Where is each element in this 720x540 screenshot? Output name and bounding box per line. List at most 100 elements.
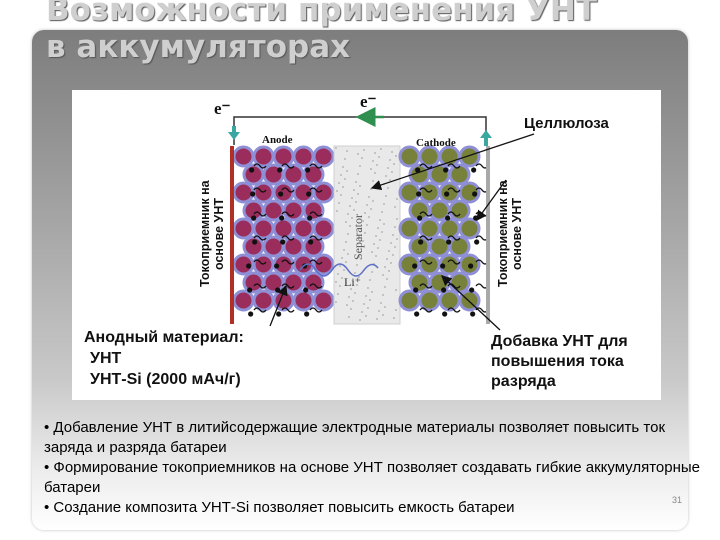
separator-speck — [369, 279, 371, 281]
separator-speck — [358, 256, 360, 258]
cnt-additive-line3: разряда — [491, 373, 556, 390]
separator-speck — [363, 149, 365, 151]
collector-left-line1: Токоприемник на — [198, 179, 212, 287]
separator-speck — [386, 258, 388, 260]
cnt-squiggle — [447, 235, 461, 241]
cnt-additive-pointer — [441, 275, 501, 331]
separator-speck — [381, 211, 383, 213]
separator-label: Separator — [351, 214, 365, 260]
separator-speck — [364, 232, 366, 234]
separator-speck — [347, 233, 349, 235]
cnt-squiggle — [281, 187, 295, 193]
cathode-particle — [418, 145, 441, 168]
separator-speck — [338, 202, 340, 204]
battery-diagram: e⁻ e⁻ Anode Cathode Separator Li⁺ Целлюл… — [72, 90, 661, 400]
collector-left-line2: основе УНТ — [212, 198, 226, 270]
separator-speck — [354, 272, 356, 274]
cnt-squiggle — [419, 211, 433, 217]
electron-top-label: e⁻ — [360, 92, 377, 111]
title-line-1: Возможности применения УНТ — [46, 0, 597, 28]
separator-speck — [379, 239, 381, 241]
li-marker — [274, 263, 280, 269]
li-marker — [252, 239, 258, 245]
anode-particle — [312, 181, 335, 204]
anode-particle — [242, 271, 265, 294]
separator-speck — [394, 246, 396, 248]
anode-material-item2: УНТ-Si (2000 мАч/г) — [90, 371, 241, 388]
title-line-2: в аккумуляторах — [46, 29, 351, 65]
separator-speck — [370, 168, 372, 170]
separator-speck — [341, 257, 343, 259]
li-marker — [307, 215, 313, 221]
separator-speck — [386, 278, 388, 280]
separator-speck — [345, 261, 347, 263]
li-marker — [249, 167, 255, 173]
separator-speck — [380, 302, 382, 304]
li-marker — [278, 191, 284, 197]
cathode-particle — [448, 163, 471, 186]
cnt-squiggle — [419, 163, 433, 169]
li-marker — [444, 191, 450, 197]
separator-speck — [346, 304, 348, 306]
separator-speck — [342, 166, 344, 168]
separator-speck — [384, 306, 386, 308]
li-marker — [414, 311, 420, 317]
separator-speck — [341, 277, 343, 279]
bullet-item: • Создание композита УНТ-Si позволяет по… — [44, 499, 515, 516]
cnt-squiggle — [281, 307, 295, 313]
separator-speck — [395, 309, 397, 311]
separator-speck — [395, 289, 397, 291]
anode-material-pointer — [269, 284, 288, 327]
separator-speck — [348, 316, 350, 318]
li-marker — [275, 287, 281, 293]
cnt-squiggle — [419, 283, 433, 289]
anode-particle — [282, 163, 305, 186]
separator-speck — [393, 163, 395, 165]
separator-speck — [348, 296, 350, 298]
li-marker — [303, 287, 309, 293]
cathode-particle — [448, 271, 471, 294]
separator-speck — [390, 242, 392, 244]
separator-speck — [378, 310, 380, 312]
li-marker — [279, 215, 285, 221]
separator-speck — [392, 254, 394, 256]
separator-speck — [353, 189, 355, 191]
cnt-squiggle — [419, 307, 433, 313]
slide-title: Возможности применения УНТ в аккумулятор… — [46, 0, 597, 66]
li-marker — [440, 263, 446, 269]
bullet-item: • Добавление УНТ в литийсодержащие элект… — [44, 419, 666, 456]
separator-speck — [396, 218, 398, 220]
li-marker — [474, 239, 480, 245]
separator-speck — [335, 147, 337, 149]
anode-particle — [232, 217, 255, 240]
separator-speck — [391, 171, 393, 173]
separator-speck — [368, 196, 370, 198]
separator-speck — [347, 253, 349, 255]
cnt-squiggle — [309, 211, 323, 217]
separator-speck — [376, 164, 378, 166]
separator-speck — [346, 170, 348, 172]
separator-speck — [354, 292, 356, 294]
separator-speck — [382, 314, 384, 316]
separator-speck — [364, 212, 366, 214]
anode-particle — [302, 199, 325, 222]
separator-speck — [376, 318, 378, 320]
cathode-particle — [418, 217, 441, 240]
separator-speck — [384, 286, 386, 288]
cnt-squiggle — [309, 307, 323, 313]
cnt-squiggle — [281, 235, 295, 241]
li-marker — [250, 191, 256, 197]
anode-particle — [312, 217, 335, 240]
separator-speck — [375, 235, 377, 237]
separator-speck — [365, 295, 367, 297]
separator-speck — [340, 174, 342, 176]
cathode-label: Cathode — [416, 137, 456, 149]
li-marker — [247, 287, 253, 293]
separator-speck — [374, 152, 376, 154]
cnt-additive-line1: Добавка УНТ для — [491, 333, 628, 350]
anode-material-item1: УНТ — [90, 350, 122, 367]
separator-speck — [366, 224, 368, 226]
li-ion-label: Li⁺ — [344, 275, 361, 289]
anode-particle — [232, 289, 255, 312]
anode-particle — [282, 235, 305, 258]
